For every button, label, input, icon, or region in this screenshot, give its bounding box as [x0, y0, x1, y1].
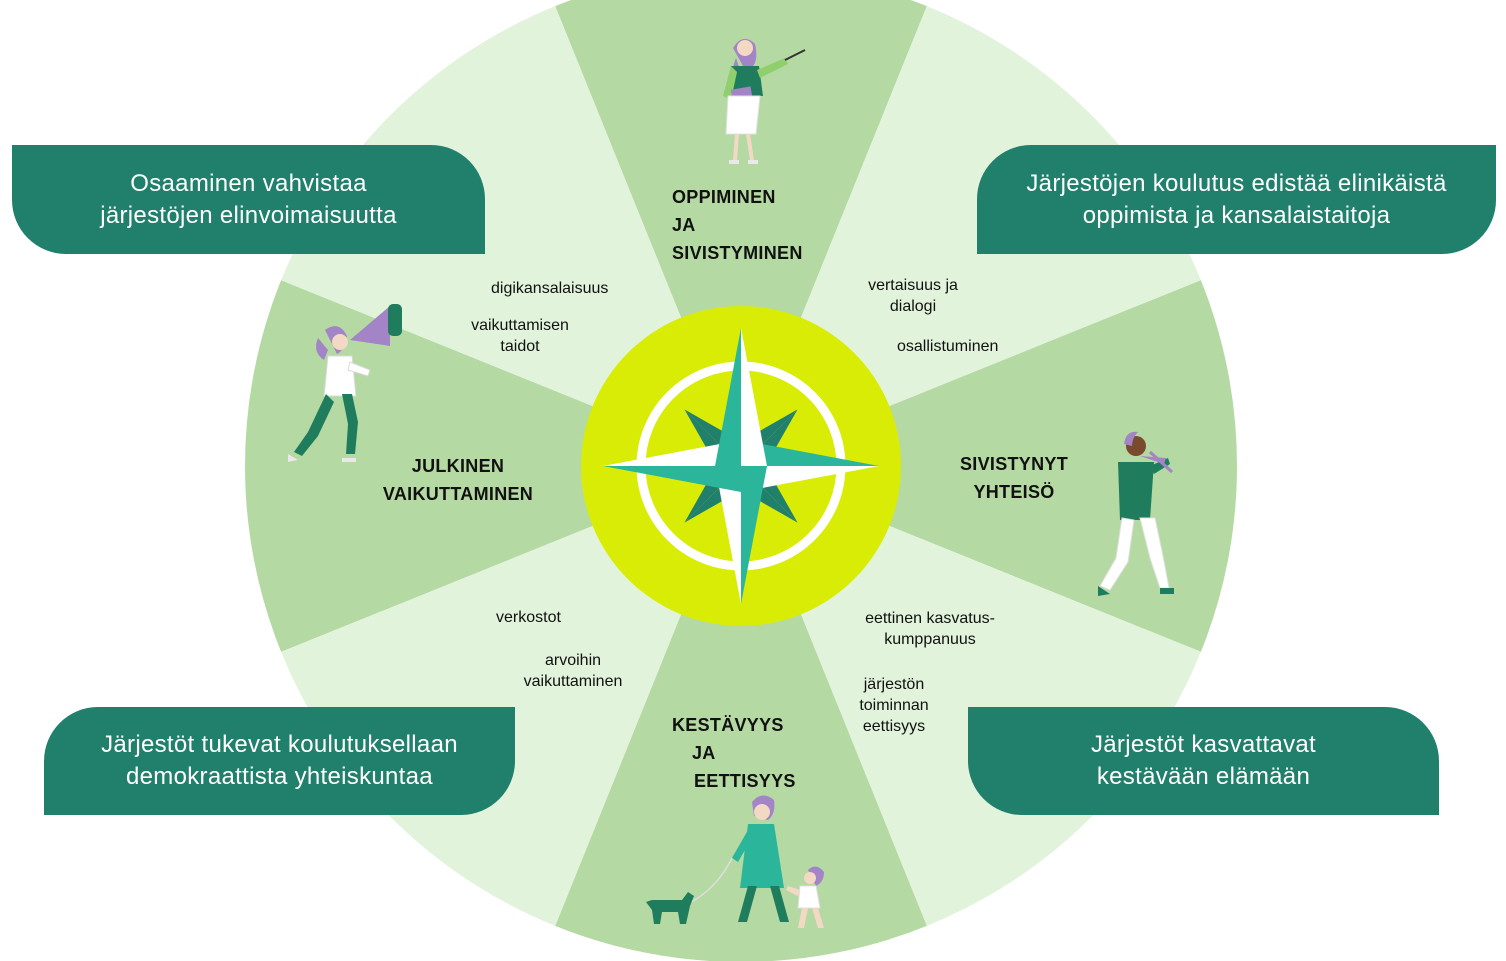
- keyword-digikansalaisuus: digikansalaisuus: [491, 280, 609, 297]
- megaphone-figure: [288, 304, 402, 462]
- compass-needle-cardinal: [603, 466, 741, 492]
- keyword-eettinen-kasvatuskumppanuus: eettinen kasvatus- kumppanuus: [850, 608, 1010, 650]
- sector-title-line: SIVISTYNYT: [959, 454, 1069, 474]
- statement-line: oppimista ja kansalaistaitoja: [1082, 201, 1391, 229]
- sector-title-line: OPPIMINEN: [672, 187, 776, 207]
- keyword-verkostot: verkostot: [496, 609, 561, 626]
- sector-title-line: KESTÄVYYS: [672, 715, 784, 735]
- keyword-line: toiminnan: [859, 697, 929, 714]
- statement-line: järjestöjen elinvoimaisuutta: [100, 201, 397, 229]
- compass-needle-cardinal: [715, 466, 741, 604]
- keyword-line: eettisyys: [862, 718, 926, 735]
- keyword-line: vaikuttamisen: [471, 317, 569, 334]
- sector-title-bottom: KESTÄVYYS JA EETTISYYS: [672, 711, 802, 795]
- statement-pill-bottom-right: Järjestöt kasvattavat kestävään elämään: [968, 707, 1439, 815]
- statement-line: Järjestöt kasvattavat: [1090, 731, 1317, 758]
- keyword-jarjeston-toiminnan-eettisyys: järjestön toiminnan eettisyys: [846, 674, 942, 737]
- keyword-line: vertaisuus ja: [868, 277, 958, 294]
- compass-needle-cardinal: [603, 440, 741, 466]
- sector-title-top: OPPIMINEN JA SIVISTYMINEN: [672, 183, 803, 267]
- keyword-line: eettinen kasvatus-: [865, 610, 995, 627]
- sector-title-line: JULKINEN: [411, 456, 505, 476]
- statement-line: demokraattista yhteiskuntaa: [126, 763, 433, 790]
- statement-line: Järjestöjen koulutus edistää elinikäistä: [1026, 169, 1447, 197]
- wheel-sector-upper-left: [281, 6, 741, 466]
- sector-title-line: JA: [672, 215, 696, 235]
- compass-needle-cardinal: [715, 328, 741, 466]
- keyword-arvoihin-vaikuttaminen: arvoihin vaikuttaminen: [508, 650, 638, 692]
- wheel-sector-right: [741, 280, 1237, 652]
- statement-pill-top-left: Osaaminen vahvistaa järjestöjen elinvoim…: [12, 145, 485, 254]
- wheel-sector-top: [555, 0, 927, 466]
- keyword-line: vaikuttaminen: [523, 673, 623, 690]
- wheel-sector-upper-right: [741, 6, 1201, 466]
- sector-title-line: EETTISYYS: [694, 771, 796, 791]
- compass-rose-icon: [581, 306, 901, 626]
- statement-line: Järjestöt tukevat koulutuksellaan: [101, 731, 458, 758]
- keyword-vertaisuus: vertaisuus ja dialogi: [858, 275, 968, 317]
- violinist-figure: [1098, 431, 1174, 596]
- sector-title-left: JULKINEN VAIKUTTAMINEN: [370, 452, 546, 508]
- sector-title-line: SIVISTYMINEN: [672, 243, 803, 263]
- keyword-line: dialogi: [889, 298, 937, 315]
- keyword-line: kumppanuus: [884, 631, 976, 648]
- keyword-vaikuttamisen-taidot: vaikuttamisen taidot: [452, 315, 588, 357]
- compass-needle-cardinal: [741, 466, 767, 604]
- statement-pill-top-right: Järjestöjen koulutus edistää elinikäistä…: [977, 145, 1496, 254]
- sector-title-line: YHTEISÖ: [973, 482, 1055, 502]
- keyword-line: arvoihin: [544, 652, 602, 669]
- wheel-sector-bottom: [555, 466, 927, 961]
- family-with-dog-figure: [646, 795, 824, 928]
- teacher-figure: [723, 38, 806, 164]
- statement-line: kestävään elämään: [1096, 763, 1311, 790]
- keyword-osallistuminen: osallistuminen: [897, 338, 999, 355]
- statement-line: Osaaminen vahvistaa: [130, 169, 367, 197]
- sector-title-right: SIVISTYNYT YHTEISÖ: [954, 450, 1074, 506]
- keyword-line: taidot: [500, 338, 540, 355]
- sector-title-line: JA: [692, 743, 716, 763]
- keyword-line: järjestön: [863, 676, 925, 693]
- compass-needle-cardinal: [741, 440, 879, 466]
- compass-needle-cardinal: [741, 466, 879, 492]
- sector-title-line: VAIKUTTAMINEN: [382, 484, 534, 504]
- statement-pill-bottom-left: Järjestöt tukevat koulutuksellaan demokr…: [44, 707, 515, 815]
- compass-needle-cardinal: [741, 328, 767, 466]
